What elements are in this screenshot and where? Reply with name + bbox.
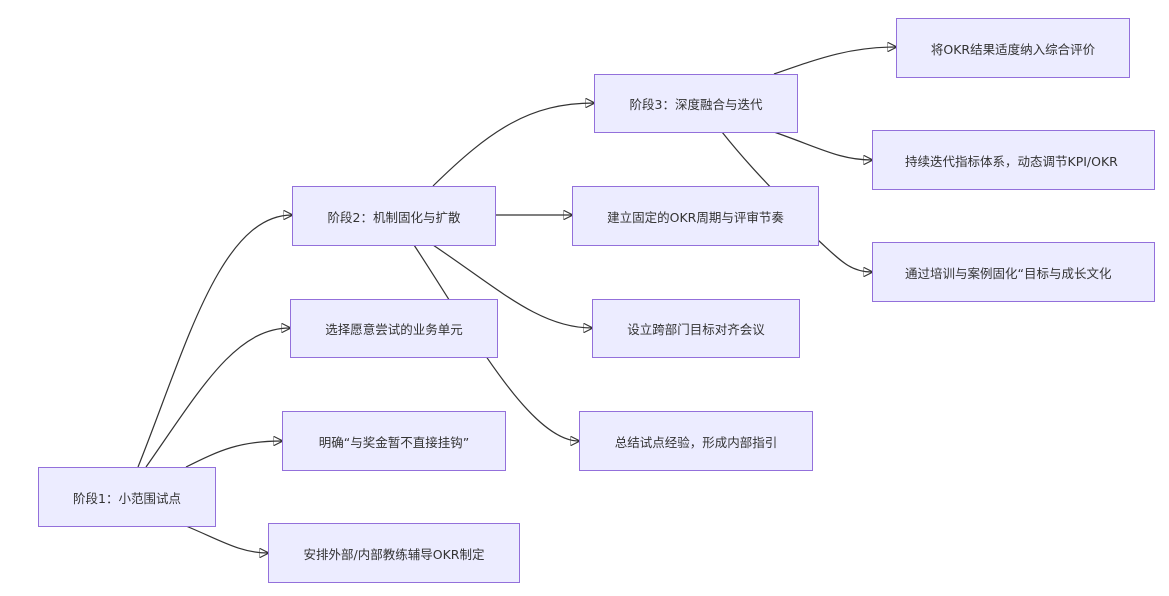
- node-stage-2[interactable]: 阶段2：机制固化与扩散: [292, 186, 496, 246]
- node-label: 明确“与奖金暂不直接挂钩”: [318, 434, 470, 450]
- edge-s2-s3: [432, 103, 594, 187]
- node-label: 持续迭代指标体系，动态调节KPI/OKR: [905, 153, 1118, 169]
- node-stage-3[interactable]: 阶段3：深度融合与迭代: [594, 74, 798, 133]
- edge-s3-n3a: [773, 47, 896, 75]
- node-label: 阶段3：深度融合与迭代: [629, 97, 763, 112]
- node-label: 选择愿意尝试的业务单元: [325, 322, 463, 337]
- node-okr-evaluation[interactable]: 将OKR结果适度纳入综合评价: [896, 18, 1130, 78]
- node-no-bonus-link[interactable]: 明确“与奖金暂不直接挂钩”: [282, 411, 506, 471]
- node-iterate-metrics[interactable]: 持续迭代指标体系，动态调节KPI/OKR: [872, 130, 1155, 190]
- edge-s3-n3b: [773, 131, 872, 160]
- edge-s2-n2b: [432, 244, 592, 328]
- node-label: 将OKR结果适度纳入综合评价: [930, 41, 1096, 57]
- node-stage-1[interactable]: 阶段1：小范围试点: [38, 467, 216, 527]
- node-label: 阶段2：机制固化与扩散: [327, 209, 461, 225]
- edge-s1-s2: [137, 215, 292, 468]
- node-select-business-unit[interactable]: 选择愿意尝试的业务单元: [290, 299, 498, 358]
- node-label: 设立跨部门目标对齐会议: [627, 322, 765, 337]
- edge-s1-n1b: [185, 441, 282, 468]
- node-label: 总结试点经验，形成内部指引: [614, 434, 778, 450]
- node-alignment-meeting[interactable]: 设立跨部门目标对齐会议: [592, 299, 800, 358]
- edge-s2-n2c: [413, 244, 579, 441]
- node-label: 阶段1：小范围试点: [73, 490, 181, 506]
- node-internal-guide[interactable]: 总结试点经验，形成内部指引: [579, 411, 813, 471]
- edge-s1-n1a: [145, 328, 290, 468]
- node-okr-cycle[interactable]: 建立固定的OKR周期与评审节奏: [572, 186, 819, 246]
- node-label: 通过培训与案例固化“目标与成长文化: [905, 265, 1112, 281]
- node-culture-training[interactable]: 通过培训与案例固化“目标与成长文化: [872, 242, 1155, 302]
- node-label: 安排外部/内部教练辅导OKR制定: [303, 546, 485, 562]
- node-coach-okr[interactable]: 安排外部/内部教练辅导OKR制定: [268, 523, 520, 583]
- node-label: 建立固定的OKR周期与评审节奏: [607, 209, 784, 225]
- edge-s1-n1c: [185, 525, 268, 553]
